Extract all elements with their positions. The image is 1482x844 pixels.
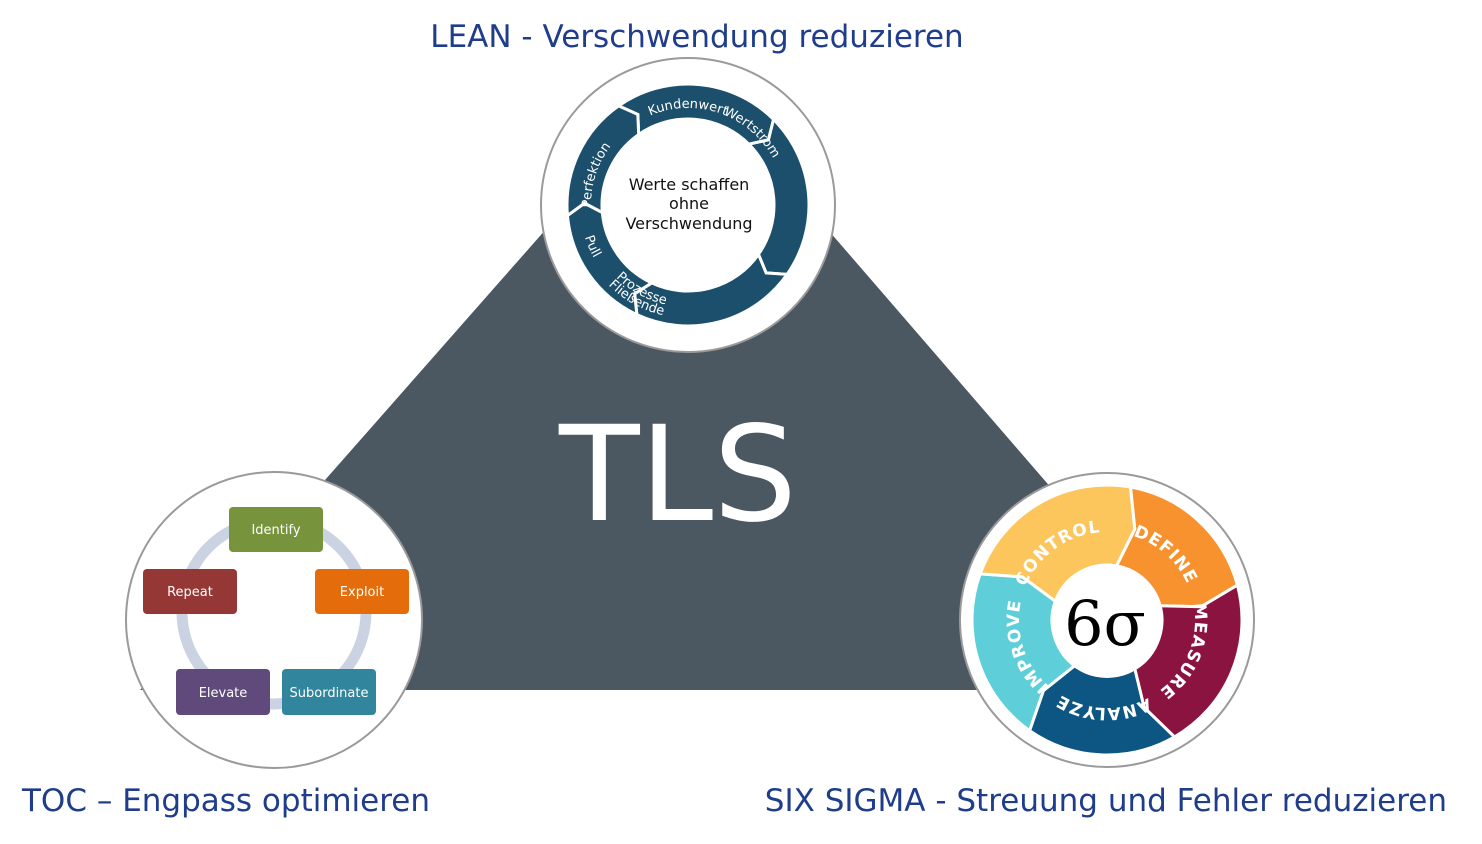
six-sigma-title: SIX SIGMA - Streuung und Fehler reduzier…: [765, 783, 1447, 819]
six-sigma-circle: DEFINE MEASURE ANALYZE IMPROVE CONTROL 6…: [959, 472, 1255, 768]
toc-step-elevate: Elevate: [176, 669, 270, 715]
toc-step-identify: Identify: [229, 507, 323, 552]
lean-center-line-3: Verschwendung: [625, 214, 752, 233]
lean-circle: Kundenwert Wertstrom Fließende Prozesse …: [540, 57, 836, 353]
toc-box: [143, 569, 237, 614]
toc-label: Subordinate: [290, 686, 369, 701]
toc-label: Elevate: [199, 686, 248, 701]
toc-box: [229, 507, 323, 552]
tls-label: TLS: [558, 398, 797, 552]
toc-label: Exploit: [340, 585, 384, 600]
toc-box: [282, 669, 376, 715]
six-sigma-symbol: 6σ: [1064, 587, 1146, 660]
toc-step-repeat: Repeat: [143, 569, 237, 614]
tls-triangle: [140, 68, 1226, 690]
toc-box: [315, 569, 409, 614]
lean-ring: [565, 82, 811, 328]
lean-step-kundenwert: Kundenwert: [646, 97, 730, 120]
toc-circle: Identify Exploit Subordinate Elevate Rep…: [125, 471, 423, 769]
toc-step-subordinate: Subordinate: [282, 669, 376, 715]
lean-title: LEAN - Verschwendung reduzieren: [430, 19, 963, 55]
toc-label: Identify: [251, 523, 300, 538]
toc-label: Repeat: [167, 585, 213, 600]
toc-box: [176, 669, 270, 715]
lean-center-line-2: ohne: [669, 194, 709, 213]
lean-ring-segment: [565, 104, 641, 219]
lean-center-line-1: Werte schaffen: [629, 175, 750, 194]
toc-title: TOC – Engpass optimieren: [21, 783, 430, 819]
toc-step-exploit: Exploit: [315, 569, 409, 614]
six-sigma-segment-control: [978, 483, 1137, 604]
